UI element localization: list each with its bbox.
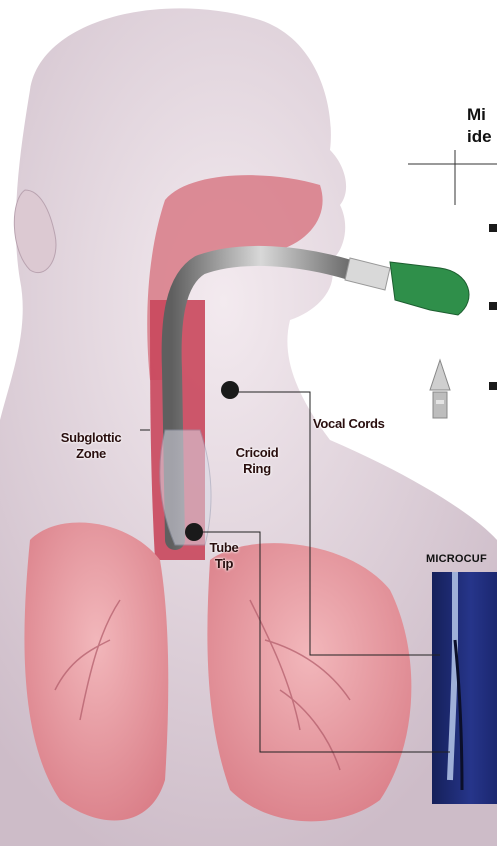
green-connector: [390, 262, 469, 315]
cricoid-ring-label: Cricoid Ring: [226, 445, 288, 477]
tube-tip-line1: Tube: [204, 540, 244, 556]
vocal-cords-label: Vocal Cords: [313, 416, 385, 432]
bullet-marker: [489, 224, 497, 232]
microcuff-label: MICROCUF: [426, 553, 487, 565]
bullet-marker: [489, 302, 497, 310]
cricoid-line1: Cricoid: [226, 445, 288, 461]
pilot-valve-icon: [430, 360, 450, 418]
subglottic-line1: Subglottic: [56, 430, 126, 446]
cricoid-line2: Ring: [226, 461, 288, 477]
tube-tip-line2: Tip: [204, 556, 244, 572]
microcuff-panel: [432, 572, 497, 804]
tube-tip-marker: [185, 523, 203, 541]
right-lung: [207, 543, 411, 821]
tube-connector: [345, 258, 390, 290]
sidebar-heading: Mi ide: [467, 104, 492, 148]
tube-tip-label: Tube Tip: [204, 540, 244, 572]
subglottic-zone-label: Subglottic Zone: [56, 430, 126, 462]
heading-line2: ide: [467, 126, 492, 148]
heading-line1: Mi: [467, 104, 492, 126]
bullet-marker: [489, 382, 497, 390]
subglottic-line2: Zone: [56, 446, 126, 462]
vocal-cords-marker: [221, 381, 239, 399]
